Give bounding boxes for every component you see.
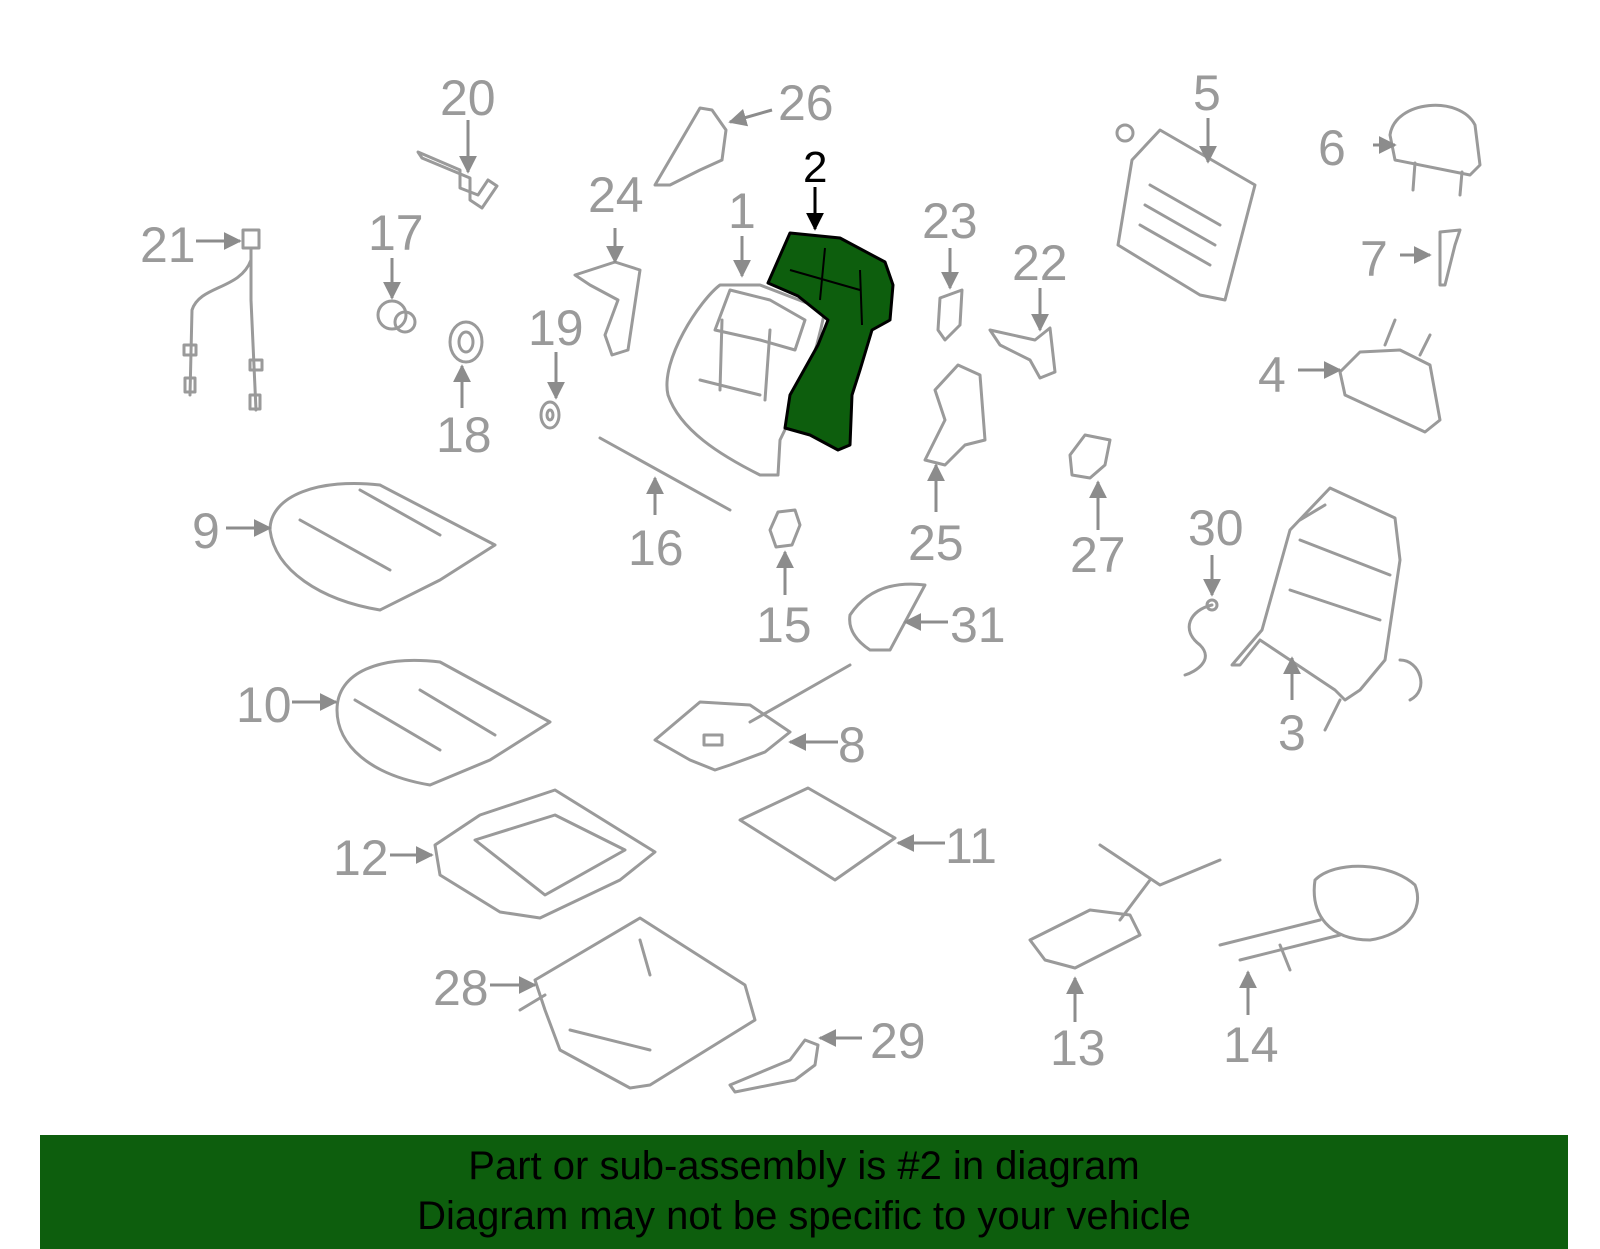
info-banner: Part or sub-assembly is #2 in diagram Di… xyxy=(40,1135,1568,1249)
callout-28[interactable]: 28 xyxy=(433,960,489,1016)
part-18-grommet[interactable] xyxy=(448,320,484,364)
callout-27[interactable]: 27 xyxy=(1070,527,1126,583)
callout-30[interactable]: 30 xyxy=(1188,500,1244,556)
part-16-rod[interactable] xyxy=(598,436,732,512)
part-30-wire[interactable] xyxy=(1183,598,1219,677)
part-7-headrest-guide[interactable] xyxy=(1438,228,1462,287)
part-20-bracket[interactable] xyxy=(416,150,499,210)
part-13-seat-track-left[interactable] xyxy=(1028,843,1222,970)
callout-15[interactable]: 15 xyxy=(756,597,812,653)
part-9-cushion-cover[interactable] xyxy=(268,481,497,612)
callout-7[interactable]: 7 xyxy=(1360,231,1388,287)
part-26-cover[interactable] xyxy=(653,106,728,187)
callout-14[interactable]: 14 xyxy=(1223,1017,1279,1073)
part-11-pad[interactable] xyxy=(738,786,897,882)
part-29-trim[interactable] xyxy=(728,1038,820,1094)
part-28-cushion-frame[interactable] xyxy=(518,916,757,1090)
part-6-headrest[interactable] xyxy=(1388,103,1482,197)
callout-22[interactable]: 22 xyxy=(1012,235,1068,291)
part-21-harness[interactable] xyxy=(182,228,264,412)
part-3-seatback-frame[interactable] xyxy=(1230,486,1423,732)
callout-12[interactable]: 12 xyxy=(333,830,389,886)
callout-2[interactable]: 2 xyxy=(803,143,827,192)
part-24-trim[interactable] xyxy=(573,260,642,357)
callout-26[interactable]: 26 xyxy=(778,75,834,131)
part-5-spring-mat[interactable] xyxy=(1115,123,1257,302)
part-15-nut[interactable] xyxy=(768,508,802,549)
part-2-seatback-pad-selected[interactable] xyxy=(766,231,895,452)
callout-4[interactable]: 4 xyxy=(1258,347,1286,403)
callout-6[interactable]: 6 xyxy=(1318,120,1346,176)
callout-31[interactable]: 31 xyxy=(950,597,1006,653)
part-14-seat-track-right[interactable] xyxy=(1218,864,1420,972)
part-17-clip[interactable] xyxy=(376,299,417,334)
part-22-bracket[interactable] xyxy=(988,326,1057,380)
callout-18[interactable]: 18 xyxy=(436,407,492,463)
callout-17[interactable]: 17 xyxy=(368,205,424,261)
callout-1[interactable]: 1 xyxy=(728,183,756,239)
callout-8[interactable]: 8 xyxy=(838,717,866,773)
callout-9[interactable]: 9 xyxy=(192,503,220,559)
callout-24[interactable]: 24 xyxy=(588,167,644,223)
callout-19[interactable]: 19 xyxy=(528,300,584,356)
callout-11[interactable]: 11 xyxy=(945,818,997,874)
callout-10[interactable]: 10 xyxy=(236,677,292,733)
part-25-guide[interactable] xyxy=(923,363,987,467)
part-8-heater[interactable] xyxy=(653,663,852,772)
callout-3[interactable]: 3 xyxy=(1278,705,1306,761)
part-31-cover[interactable] xyxy=(848,582,927,652)
part-10-cushion-pad[interactable] xyxy=(335,658,552,787)
banner-line-1: Part or sub-assembly is #2 in diagram xyxy=(468,1144,1140,1188)
callout-5[interactable]: 5 xyxy=(1193,65,1221,121)
callout-13[interactable]: 13 xyxy=(1050,1020,1106,1076)
callout-25[interactable]: 25 xyxy=(908,515,964,571)
part-12-cushion-pan[interactable] xyxy=(433,788,657,920)
callout-29[interactable]: 29 xyxy=(870,1013,926,1069)
callout-20[interactable]: 20 xyxy=(440,70,496,126)
part-19-washer[interactable] xyxy=(539,400,561,430)
banner-line-2: Diagram may not be specific to your vehi… xyxy=(417,1194,1191,1238)
part-27-clip[interactable] xyxy=(1068,433,1112,480)
callout-23[interactable]: 23 xyxy=(922,193,978,249)
callout-21[interactable]: 21 xyxy=(140,217,196,273)
callout-16[interactable]: 16 xyxy=(628,520,684,576)
part-4-recliner[interactable] xyxy=(1338,318,1442,434)
part-23-cover[interactable] xyxy=(936,288,964,342)
